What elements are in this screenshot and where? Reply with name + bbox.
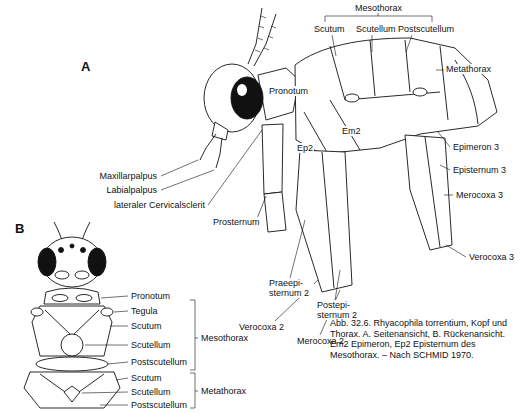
part-label: Mesothorax: [354, 3, 403, 13]
part-label: Maxillarpalpus: [98, 171, 158, 181]
part-label: Prosternum: [212, 217, 261, 227]
part-label: Ep2: [296, 143, 314, 153]
part-label: Postscutellum: [130, 400, 188, 410]
panel-letter: B: [14, 222, 25, 236]
part-label: Labialpalpus: [105, 185, 158, 195]
part-label: Scutellum: [130, 340, 172, 350]
part-label: Praeepi- sternum 2: [268, 278, 314, 298]
part-label: lateraler Cervicalsclerit: [113, 200, 206, 210]
part-label: Postscutellum: [397, 24, 455, 34]
part-label: Metathorax: [445, 64, 492, 74]
part-label: Pronotum: [268, 86, 309, 96]
part-label: Metathorax: [200, 386, 247, 396]
part-label: Scutellum: [355, 24, 397, 34]
part-label: Verocoxa 2: [238, 322, 285, 332]
part-label: Scutum: [313, 24, 346, 34]
part-label: Postepi- sternum 2: [316, 300, 362, 320]
lateral-view: [161, 8, 497, 335]
part-label: Merocoxa 3: [455, 190, 504, 200]
dorsal-view: [24, 222, 198, 408]
figure-caption: Abb. 32.6. Rhyacophila torrentium, Kopf …: [330, 318, 514, 360]
part-label: Em2: [341, 126, 362, 136]
part-label: Postscutellum: [130, 357, 188, 367]
part-label: Tegula: [130, 306, 159, 316]
part-label: Scutum: [130, 373, 163, 383]
part-label: Epimeron 3: [452, 142, 500, 152]
part-label: Scutellum: [130, 387, 172, 397]
part-label: Scutum: [130, 321, 163, 331]
part-label: Verocoxa 3: [468, 252, 515, 262]
part-label: Episternum 3: [452, 165, 507, 175]
part-label: Pronotum: [130, 291, 171, 301]
part-label: Mesothorax: [200, 333, 249, 343]
panel-letter: A: [80, 60, 91, 74]
